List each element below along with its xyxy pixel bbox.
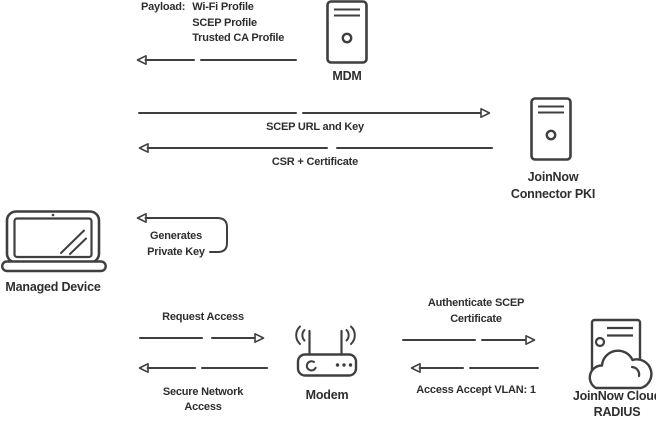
generates-key-loop-arrow <box>136 212 228 253</box>
request-access-label: Request Access <box>162 311 244 323</box>
payload-note: Payload: Wi-Fi Profile SCEP Profile Trus… <box>141 0 284 47</box>
secure-access-label-line2: Access <box>184 401 222 413</box>
payload-prefix: Payload: <box>141 1 186 13</box>
connector-pki-label: JoinNow Connector PKI <box>496 169 610 202</box>
payload-item: Wi-Fi Profile <box>192 1 254 13</box>
access-accept-label: Access Accept VLAN: 1 <box>416 384 536 396</box>
request-access-arrow <box>139 332 265 343</box>
access-accept-arrow <box>410 362 539 373</box>
modem-label: Modem <box>305 388 349 402</box>
payload-arrow <box>136 54 297 65</box>
laptop-icon <box>1 210 107 273</box>
cloud-server-icon <box>588 318 653 390</box>
connector-pki-label-line1: JoinNow <box>527 170 579 184</box>
authenticate-scep-label: Authenticate SCEP Certificate <box>406 296 546 327</box>
generates-key-label-line1: Generates <box>149 230 202 242</box>
wifi-router-icon <box>295 325 358 377</box>
secure-access-label-line1: Secure Network <box>162 386 244 398</box>
mdm-label: MDM <box>332 69 362 83</box>
managed-device-label: Managed Device <box>5 280 101 294</box>
payload-item: SCEP Profile <box>192 16 257 29</box>
secure-access-label: Secure Network Access <box>135 385 271 415</box>
authenticate-arrow <box>402 334 536 345</box>
generates-key-label-line2: Private Key <box>147 245 205 258</box>
generates-key-label: Generates Private Key <box>126 229 226 260</box>
connector-pki-label-line2: Connector PKI <box>510 186 596 201</box>
cloud-radius-label: JoinNow Cloud RADIUS <box>565 389 656 420</box>
authenticate-scep-label-line2: Certificate <box>450 312 502 325</box>
csr-certificate-label: CSR + Certificate <box>271 156 359 168</box>
csr-certificate-arrow <box>138 142 493 153</box>
scep-url-label: SCEP URL and Key <box>266 121 364 133</box>
authenticate-scep-label-line1: Authenticate SCEP <box>427 297 525 309</box>
server-icon <box>530 97 572 161</box>
cloud-radius-label-line1: JoinNow Cloud <box>572 389 656 403</box>
payload-items: Wi-Fi Profile SCEP Profile Trusted CA Pr… <box>192 0 284 47</box>
cloud-radius-label-line2: RADIUS <box>593 404 641 419</box>
server-icon <box>326 0 368 64</box>
secure-access-arrow <box>138 362 268 373</box>
payload-item: Trusted CA Profile <box>192 32 285 44</box>
scep-url-arrow <box>138 107 491 118</box>
